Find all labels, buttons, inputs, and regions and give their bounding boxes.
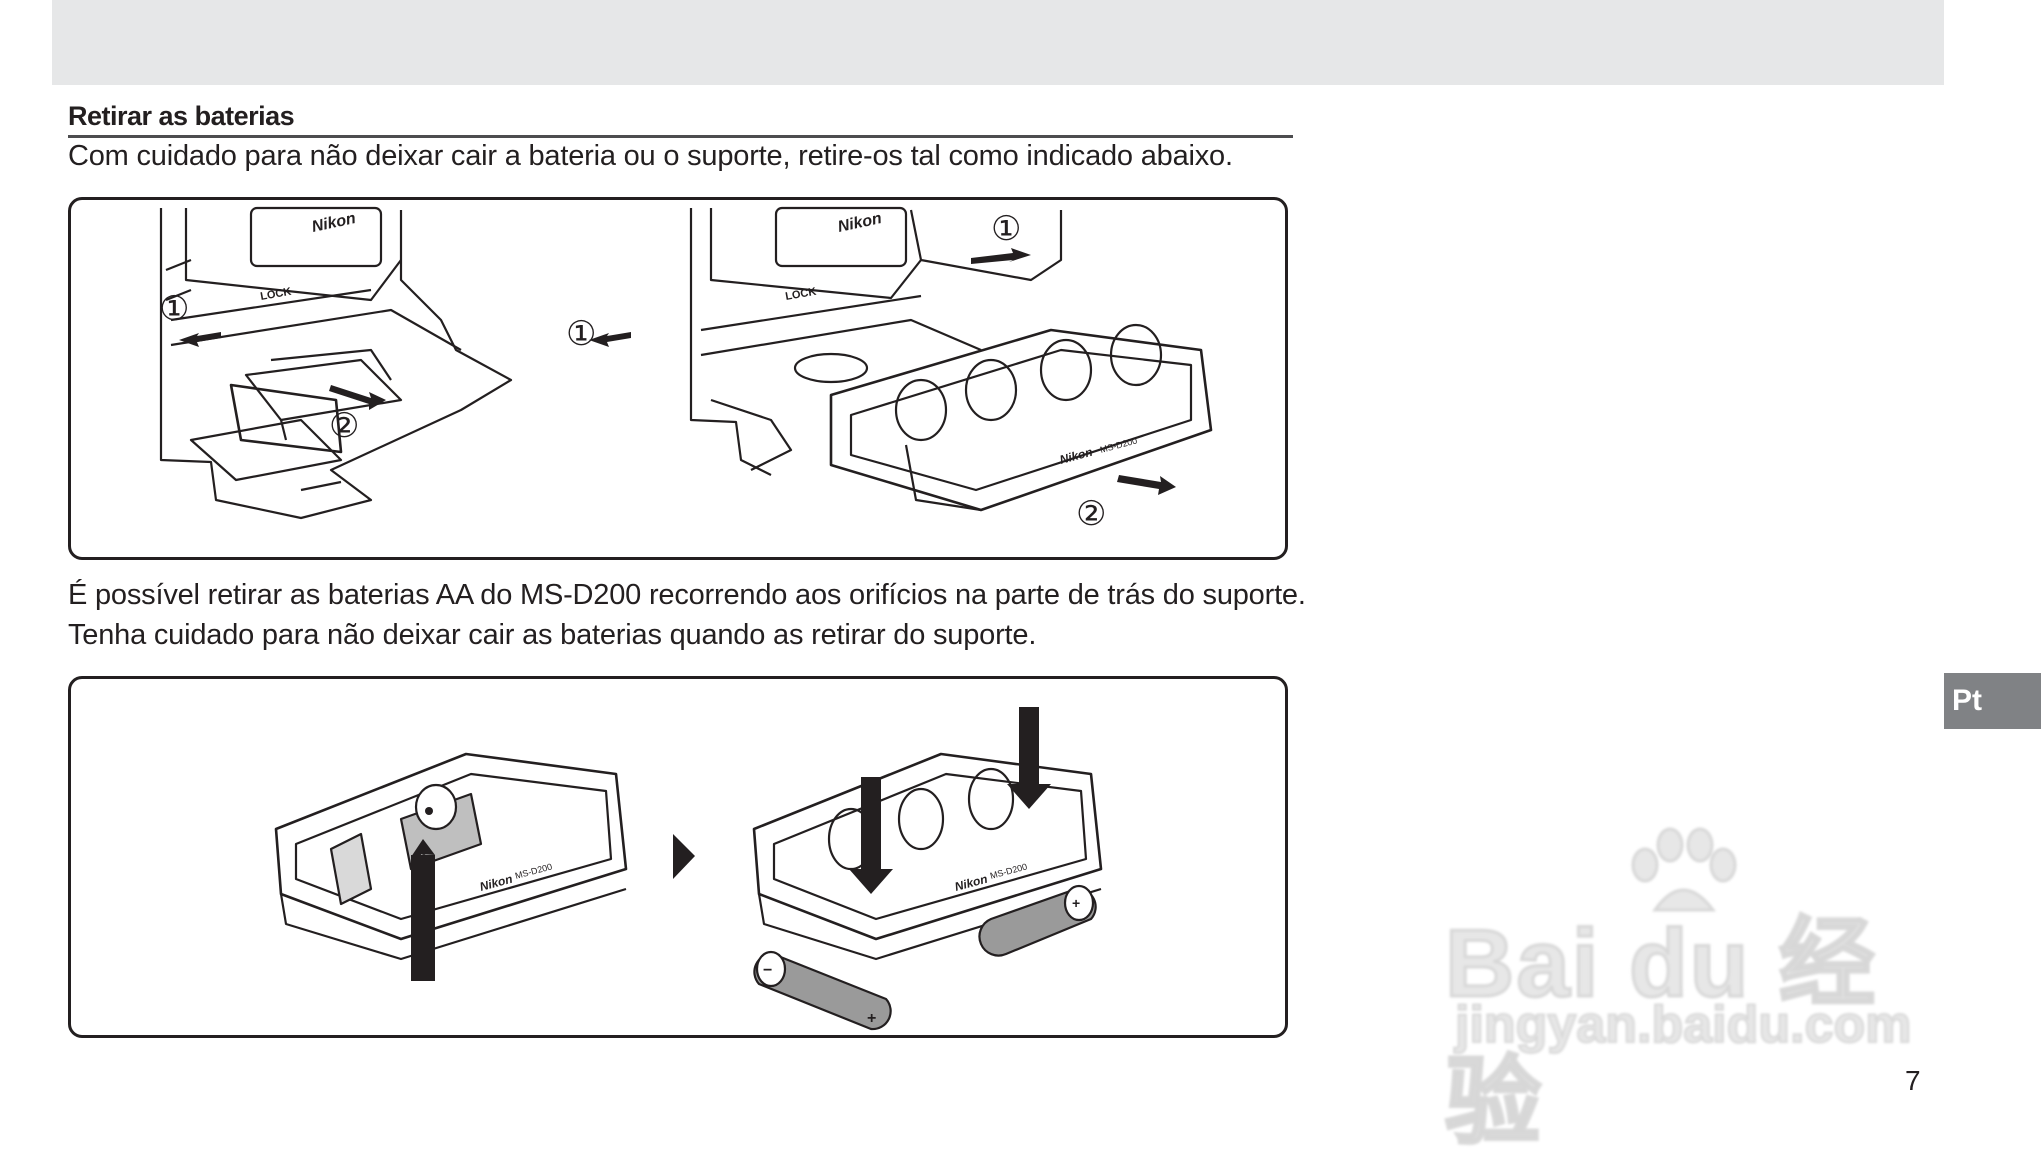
arrow-push-down-1 bbox=[849, 777, 893, 894]
next-step-triangle bbox=[673, 834, 695, 879]
baidu-watermark: Bai du 经验 jingyan.baidu.com bbox=[1444, 825, 1925, 1158]
arrow-push-up bbox=[411, 839, 435, 981]
aa-battery-dropped-2: + bbox=[978, 884, 1097, 957]
camera-illustration-left: Nikon LOCK bbox=[159, 206, 513, 520]
aa-removal-paragraph-line1: É possível retirar as baterias AA do MS-… bbox=[68, 579, 1306, 611]
arrow-right-step1b bbox=[971, 248, 1031, 264]
figure-remove-battery: Nikon LOCK ① ② Nikon bbox=[68, 197, 1288, 560]
step1-label-left: ① bbox=[159, 289, 189, 329]
svg-text:+: + bbox=[1072, 895, 1080, 911]
watermark-logo: Bai du 经验 bbox=[1444, 909, 1878, 1158]
language-tab: Pt bbox=[1944, 673, 2041, 729]
camera-illustration-right: Nikon LOCK bbox=[689, 206, 1063, 476]
watermark-url: jingyan.baidu.com bbox=[1454, 995, 1912, 1055]
svg-text:−: − bbox=[763, 962, 772, 979]
arrow-push-down-2 bbox=[1007, 707, 1051, 809]
arrow-left-step2 bbox=[329, 385, 386, 410]
figure-remove-aa-batteries: Nikon MS-D200 Nikon MS-D200 bbox=[68, 676, 1288, 1038]
section-heading: Retirar as baterias bbox=[68, 97, 1293, 138]
nikon-logo-left: Nikon bbox=[310, 210, 357, 236]
paw-icon bbox=[1631, 827, 1737, 912]
intro-paragraph: Com cuidado para não deixar cair a bater… bbox=[68, 140, 1233, 172]
aa-removal-paragraph-line2: Tenha cuidado para não deixar cair as ba… bbox=[68, 619, 1037, 651]
aa-battery-dropped-1: − + bbox=[753, 950, 892, 1031]
step2-label-right: ② bbox=[1076, 494, 1106, 534]
nikon-logo-right: Nikon bbox=[836, 210, 883, 236]
lock-label-right: LOCK bbox=[784, 286, 817, 303]
lock-label-left: LOCK bbox=[259, 286, 292, 303]
svg-text:+: + bbox=[867, 1010, 876, 1027]
tray-model-label: MS-D200 bbox=[1099, 435, 1138, 454]
step1a-label-right: ① bbox=[566, 314, 596, 354]
tray-nikon-logo: Nikon bbox=[1058, 445, 1094, 467]
holder-nikon-logo-right: Nikon bbox=[953, 872, 989, 894]
page-number: 7 bbox=[1905, 1065, 1921, 1096]
arrow-right-step1a bbox=[589, 332, 631, 347]
arrow-right-step2 bbox=[1117, 475, 1176, 495]
header-band bbox=[52, 0, 1944, 85]
holder-nikon-logo-left: Nikon bbox=[478, 872, 514, 894]
arrow-left-step1 bbox=[179, 332, 221, 347]
step1b-label-right: ① bbox=[991, 209, 1021, 249]
step2-label-left: ② bbox=[329, 406, 359, 446]
aa-holder-left: Nikon MS-D200 bbox=[274, 752, 628, 961]
